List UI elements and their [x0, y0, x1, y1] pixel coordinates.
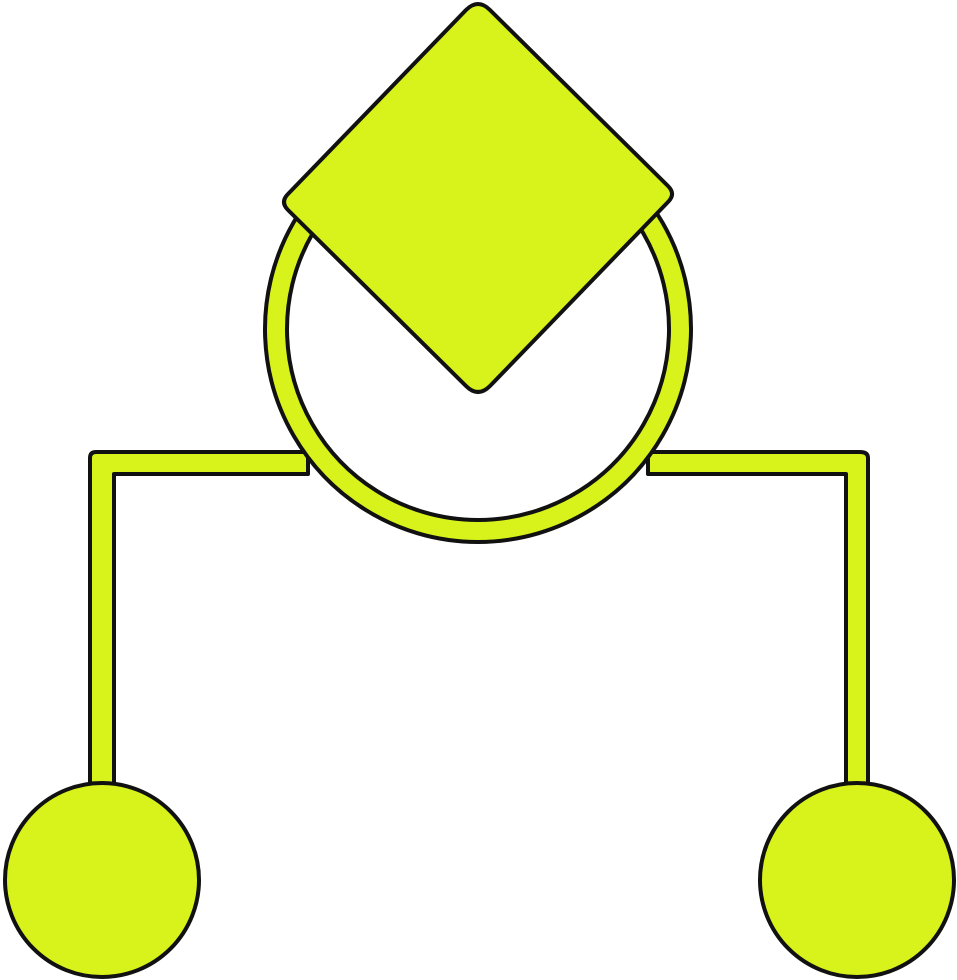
connector-bracket: [88, 450, 870, 788]
top-diamond: [282, 2, 674, 394]
left-child-node: [3, 781, 201, 979]
right-child-node: [758, 781, 956, 979]
